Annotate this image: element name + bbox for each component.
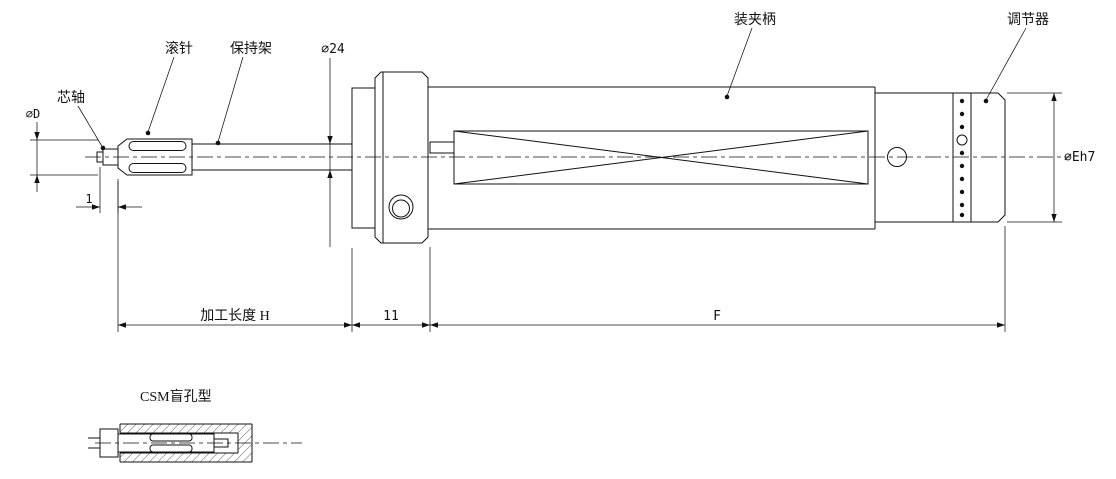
leader-roller <box>147 56 175 133</box>
dimensions: ∅D 1 <box>26 92 1095 332</box>
adjustment-scale-holes <box>956 98 968 218</box>
dimension-bottom-chain: 加工长度 H 11 F <box>117 181 1006 332</box>
section-title: CSM盲孔型 <box>140 388 212 405</box>
roller-bottom <box>128 163 187 173</box>
dim-text-machining-length: 加工长度 H <box>200 308 270 324</box>
flat-panel <box>453 130 869 185</box>
section-tool-tip <box>213 438 229 448</box>
keyway-notch <box>429 141 455 154</box>
cross-diagonal-2 <box>453 130 869 185</box>
label-adjuster: 调节器 <box>1007 12 1049 28</box>
sleeve <box>351 87 376 229</box>
section-tool <box>88 428 229 458</box>
label-dia24: ∅24 <box>321 42 345 57</box>
leader-cage <box>217 56 244 143</box>
adjuster-body <box>875 92 1006 223</box>
collar <box>374 71 429 244</box>
leader-shank <box>726 27 753 97</box>
label-shank: 装夹柄 <box>734 12 776 28</box>
dimension-dia-e: ∅Eh7 <box>1007 92 1095 223</box>
label-cage: 保持架 <box>230 41 272 57</box>
section-roller-bottom <box>149 444 193 453</box>
roller-top <box>128 141 187 151</box>
adjuster-hole <box>887 147 907 167</box>
part-labels: 芯轴 滚针 保持架 ∅24 装夹柄 调节器 <box>57 12 1049 247</box>
collar-hole <box>388 194 414 220</box>
section-roller-top <box>149 433 193 442</box>
label-roller: 滚针 <box>165 40 193 57</box>
dim-text-shank-length: F <box>713 309 721 324</box>
workpiece-hatching <box>120 424 252 462</box>
dimension-dia-d: ∅D <box>26 107 98 192</box>
main-view <box>85 71 1070 244</box>
shaft <box>192 143 352 171</box>
dim-text-dia-e: ∅Eh7 <box>1064 150 1095 165</box>
workpiece-outline <box>119 423 253 463</box>
label-mandrel: 芯轴 <box>57 90 85 106</box>
csm-blind-hole-section: CSM盲孔型 <box>88 388 302 463</box>
leader-adjuster <box>985 27 1027 101</box>
leader-mandrel <box>77 105 104 149</box>
roller-cage <box>117 138 193 176</box>
dim-text-collar-width: 11 <box>383 309 399 324</box>
collar-assembly <box>351 71 429 244</box>
shank-body <box>428 86 876 230</box>
dimension-tip-length: 1 <box>76 167 142 213</box>
dim-text-tip-length: 1 <box>85 192 92 206</box>
dim-text-dia-d: ∅D <box>26 107 40 121</box>
